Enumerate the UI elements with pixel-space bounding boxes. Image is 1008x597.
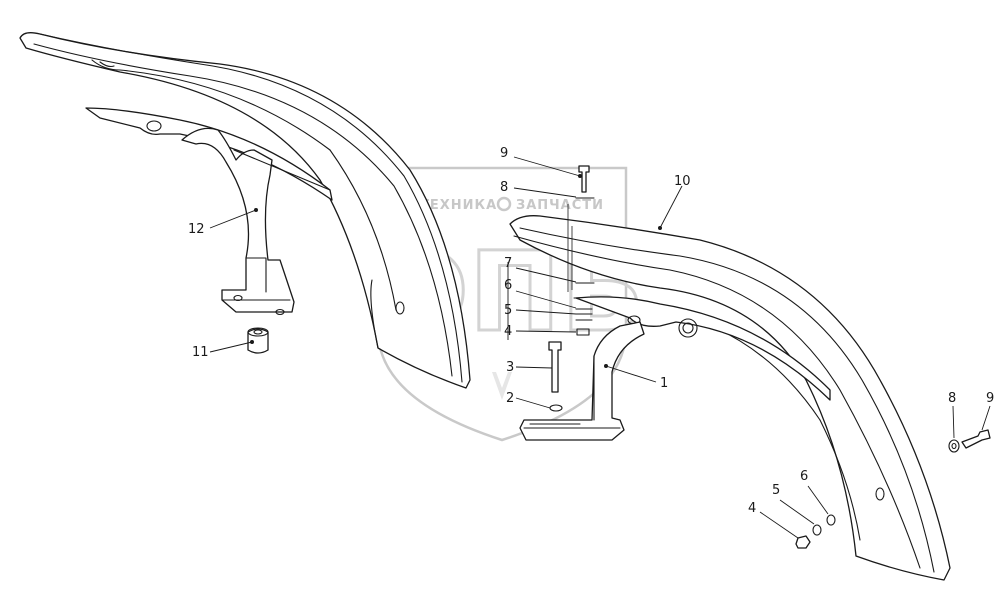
watermark-gear-icon — [496, 196, 512, 212]
watermark-text-left: ТЕХНИКА — [420, 198, 497, 213]
callout-10: 10 — [674, 174, 691, 189]
callout-5-mid: 5 — [504, 303, 512, 318]
callout-6-mid: 6 — [504, 278, 512, 293]
callout-5-right: 5 — [772, 483, 780, 498]
callout-9-top: 9 — [500, 146, 508, 161]
callout-8-right: 8 — [948, 391, 956, 406]
left-bracket — [85, 107, 333, 316]
middle-fasteners — [548, 165, 595, 412]
watermark-shield — [376, 166, 628, 442]
callout-7: 7 — [504, 256, 512, 271]
callout-4-mid: 4 — [504, 324, 512, 339]
callout-2: 2 — [506, 391, 514, 406]
callout-8-top: 8 — [500, 180, 508, 195]
callout-labels: 12 11 9 8 10 7 6 5 4 3 2 1 8 9 6 5 4 — [188, 146, 994, 516]
right-fasteners — [795, 429, 991, 549]
callout-12: 12 — [188, 222, 205, 237]
left-fender — [19, 32, 471, 389]
callout-4-right: 4 — [748, 501, 756, 516]
callout-11: 11 — [192, 345, 209, 360]
watermark-wheat-icon — [492, 372, 512, 400]
callout-3: 3 — [506, 360, 514, 375]
callout-6-right: 6 — [800, 469, 808, 484]
callout-1: 1 — [660, 376, 668, 391]
right-bracket — [519, 296, 831, 441]
watermark-text-right: ЗАПЧАСТИ — [516, 198, 604, 213]
bushing-part — [247, 327, 269, 354]
callout-9-right: 9 — [986, 391, 994, 406]
leader-lines — [209, 156, 991, 539]
